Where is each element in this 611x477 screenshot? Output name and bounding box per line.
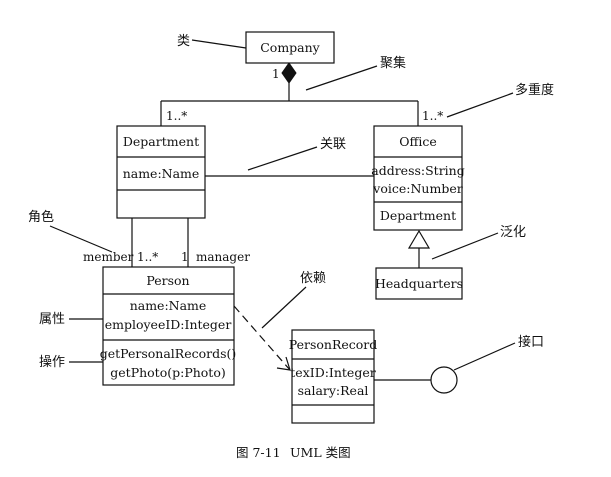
class-office: Office address:String voice:Number Depar… — [371, 125, 465, 231]
multiplicity-company: 1 — [272, 67, 280, 81]
annotation-class: 类 — [177, 34, 190, 49]
class-person-attribute-employeeid: employeeID:Integer — [105, 317, 232, 332]
class-person-record-name: PersonRecord — [289, 337, 378, 352]
role-member: member — [83, 250, 134, 264]
leader-multiplicity — [446, 92, 514, 118]
annotation-attribute: 属性 — [39, 312, 65, 327]
class-company: Company — [245, 31, 335, 64]
dependency-arrowhead — [276, 356, 291, 371]
annotation-multiplicity: 多重度 — [515, 82, 554, 98]
class-office-attribute-address: address:String — [371, 163, 464, 178]
class-company-name: Company — [260, 40, 320, 55]
leader-generalization — [431, 232, 499, 260]
annotation-role: 角色 — [28, 209, 54, 225]
class-department-attribute: name:Name — [123, 166, 200, 181]
generalization-triangle — [407, 229, 431, 249]
class-person-name: Person — [146, 273, 189, 288]
class-person: Person name:Name employeeID:Integer getP… — [100, 266, 237, 386]
interface-circle — [430, 366, 458, 394]
leader-association — [247, 146, 318, 171]
annotation-association: 关联 — [320, 137, 346, 152]
figure-caption: UML 类图 — [290, 445, 351, 460]
annotation-generalization: 泛化 — [500, 225, 526, 240]
aggregation-diamond — [281, 62, 297, 84]
role-manager: manager — [196, 250, 250, 264]
leader-interface — [453, 342, 516, 371]
class-department-name: Department — [123, 134, 199, 149]
leader-aggregation — [305, 65, 378, 91]
leader-role — [49, 225, 113, 253]
class-person-record-attribute-texid: texID:Integer — [290, 365, 375, 380]
annotation-operation: 操作 — [39, 354, 65, 370]
multiplicity-member: 1..* — [137, 250, 158, 264]
annotation-aggregation: 聚集 — [380, 55, 406, 71]
leader-class — [191, 39, 247, 49]
class-person-record: PersonRecord texID:Integer salary:Real — [289, 329, 378, 424]
class-headquarters: Headquarters — [375, 267, 463, 300]
multiplicity-manager: 1 — [181, 250, 189, 264]
class-person-attribute-name: name:Name — [130, 298, 207, 313]
dependency-line — [233, 305, 291, 371]
class-person-record-attribute-salary: salary:Real — [298, 383, 369, 398]
figure-number: 图 7-11 — [236, 445, 281, 460]
multiplicity-department: 1..* — [166, 109, 187, 123]
leader-dependency — [261, 286, 307, 329]
class-headquarters-name: Headquarters — [375, 276, 463, 291]
class-office-attribute-voice: voice:Number — [372, 181, 462, 196]
class-department: Department name:Name — [116, 125, 206, 219]
class-person-operation-records: getPersonalRecords() — [100, 346, 237, 361]
annotation-dependency: 依赖 — [300, 271, 326, 286]
class-office-operation: Department — [380, 208, 456, 223]
multiplicity-office: 1..* — [422, 109, 443, 123]
annotation-interface: 接口 — [518, 334, 544, 350]
class-person-operation-photo: getPhoto(p:Photo) — [110, 365, 225, 380]
class-office-name: Office — [399, 134, 437, 149]
